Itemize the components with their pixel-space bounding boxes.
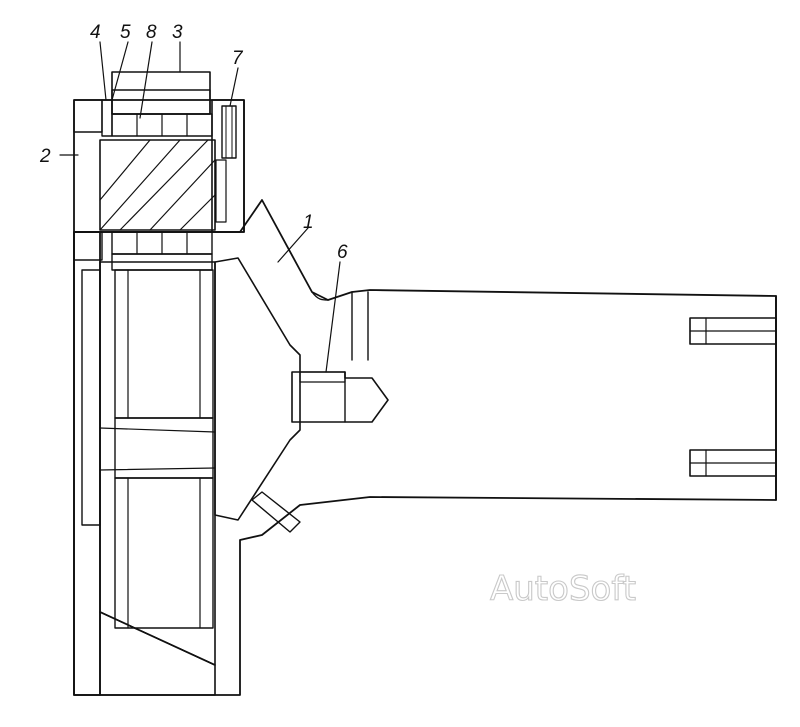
callout-8: 8 [146,22,157,43]
gear-teeth-upper [114,269,214,419]
callout-7: 7 [232,48,244,69]
left-flange-bore [81,269,101,526]
gear-teeth-lower [114,477,214,629]
part-7-pin [221,105,237,159]
part-4-washer [73,99,103,133]
callout-1: 1 [303,212,314,233]
helical-pinion [99,139,216,231]
shaft-body [73,199,777,696]
callout-5: 5 [120,22,131,43]
left-flange [73,231,101,696]
watermark-logo: AutoSoft [490,569,636,609]
callout-6: 6 [337,242,348,263]
part-6-oil-plug [291,371,389,423]
callout-3: 3 [172,22,183,43]
callout-4: 4 [90,22,101,43]
gear-ring-recess [99,261,216,666]
part-5-spacer [101,99,113,137]
hub-cavity [214,257,301,521]
leader-lines [59,41,341,373]
part-3-cap [111,71,211,115]
bevel-face [99,611,216,696]
callout-2: 2 [39,146,51,167]
